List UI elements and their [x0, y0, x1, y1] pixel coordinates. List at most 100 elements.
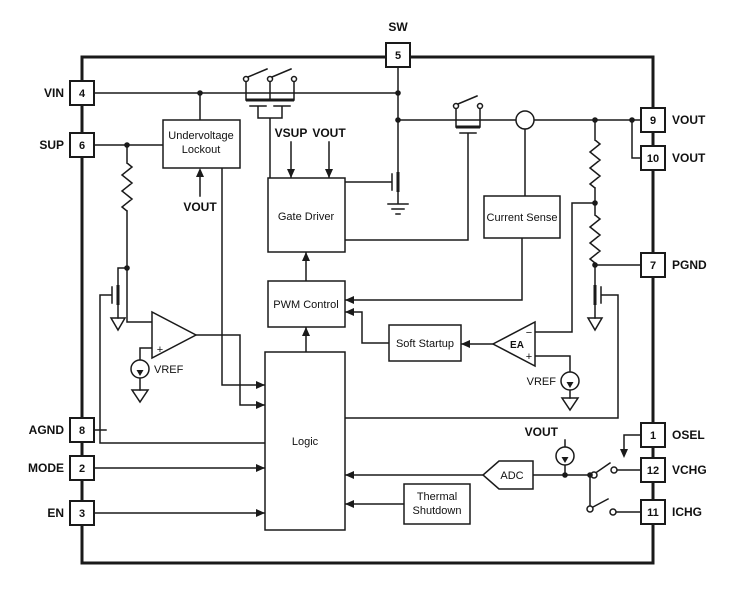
vchg-switch-contact-icon: [610, 466, 618, 474]
error-amplifier-symbol: [491, 320, 536, 368]
pwm-control-title: PWM Control: [273, 299, 338, 311]
pin-label-sup: SUP: [39, 138, 64, 152]
switch-contact-icon: [266, 75, 274, 83]
chip-outline: [80, 55, 655, 565]
gate-driver-title: Gate Driver: [278, 211, 335, 223]
junction-dot: [592, 262, 598, 268]
junction-dot: [124, 265, 130, 271]
pin-number: 10: [647, 153, 659, 165]
vout-gate-driver-label: VOUT: [312, 126, 346, 140]
pin-box-en: [69, 500, 95, 526]
pin-label-ichg: ICHG: [672, 505, 702, 519]
ground-triangle-icon: [560, 397, 580, 412]
pin-number: 7: [650, 260, 656, 272]
undervoltage-lockout-block: [162, 119, 241, 169]
thermal-title-line2: Shutdown: [413, 505, 462, 517]
pin-label-osel: OSEL: [672, 428, 705, 442]
uvlo-title-line2: Lockout: [182, 144, 221, 156]
vsup-label: VSUP: [275, 126, 308, 140]
current-sense-block: [483, 195, 561, 239]
pins: [69, 42, 666, 526]
block-titles: Undervoltage Lockout Gate Driver PWM Con…: [168, 130, 557, 517]
ground-triangle-icon: [586, 317, 604, 332]
junction-dot: [395, 90, 401, 96]
junction-dot: [592, 200, 598, 206]
pin-box-agnd: [69, 417, 95, 443]
pin-box-vchg: [640, 457, 666, 483]
junction-dot: [395, 117, 401, 123]
ea-minus-sign: −: [526, 327, 532, 339]
function-blocks: [151, 119, 561, 531]
pin-number: 9: [650, 115, 656, 127]
logic-title: Logic: [292, 436, 319, 448]
switch-contact-icon: [452, 102, 460, 110]
pin-number: 3: [79, 508, 85, 520]
junction-dot: [592, 117, 598, 123]
switch-contact-icon: [290, 75, 298, 83]
current-sense-element-icon: [515, 110, 535, 130]
vout-uvlo-label: VOUT: [183, 200, 217, 214]
junction-dot: [587, 472, 593, 478]
vref-current-source-right-icon: [560, 371, 580, 391]
pin-number: 4: [79, 88, 86, 100]
ground-triangle-icon: [130, 389, 150, 404]
pin-box-vout10: [640, 145, 666, 171]
ichg-switch-pivot-icon: [586, 505, 594, 513]
pin-label-vin: VIN: [44, 86, 64, 100]
pin-box-osel: [640, 422, 666, 448]
pin-label-agnd: AGND: [29, 423, 65, 437]
ea-label: EA: [510, 340, 524, 351]
current-sense-title: Current Sense: [487, 212, 558, 224]
adc-block: [481, 460, 534, 490]
adc-title: ADC: [500, 470, 523, 482]
pin-box-sup: [69, 132, 95, 158]
ea-plus-sign: +: [526, 351, 532, 363]
switch-contact-icon: [242, 75, 250, 83]
junction-dot: [124, 142, 130, 148]
pin-label-mode: MODE: [28, 461, 64, 475]
ground-symbols: [109, 317, 604, 412]
thermal-shutdown-block: [403, 483, 471, 525]
pin-label-pgnd: PGND: [672, 258, 707, 272]
mosfet-channel-bars: [116, 98, 597, 305]
comparator-plus-sign: +: [157, 344, 163, 356]
vref-ea-label: VREF: [527, 376, 557, 388]
junction-dot: [629, 117, 635, 123]
vout-source-label: VOUT: [525, 425, 559, 439]
pin-box-vin: [69, 80, 95, 106]
uvlo-title-line1: Undervoltage: [168, 130, 233, 142]
pin-box-vout9: [640, 107, 666, 133]
pin-label-sw: SW: [388, 20, 408, 34]
pin-label-vout10: VOUT: [672, 151, 706, 165]
thermal-title-line1: Thermal: [417, 491, 457, 503]
vref-current-source-left-icon: [130, 359, 150, 379]
soft-startup-block: [388, 324, 462, 362]
switch-contact-icon: [476, 102, 484, 110]
pin-numbers: 5 4 6 8 2 3 9 10 7 1 12 11: [79, 50, 659, 520]
pin-box-mode: [69, 455, 95, 481]
pin-number: 1: [650, 430, 656, 442]
junction-dots: [124, 90, 635, 478]
pwm-control-block: [267, 280, 346, 328]
pin-number: 11: [647, 507, 659, 519]
signal-labels: VSUP VOUT VOUT VREF VREF VOUT EA − + +: [154, 126, 559, 439]
ground-triangle-icon: [109, 317, 127, 332]
pin-label-vout9: VOUT: [672, 113, 706, 127]
pin-number: 12: [647, 465, 659, 477]
pin-box-pgnd: [640, 252, 666, 278]
ichg-switch-contact-icon: [609, 508, 617, 516]
pin-number: 2: [79, 463, 85, 475]
pin-number: 5: [395, 50, 401, 62]
vout-current-source-icon: [555, 446, 575, 466]
pin-labels: SW VIN SUP AGND MODE EN VOUT VOUT PGND O…: [28, 20, 707, 520]
logic-block: [264, 351, 346, 531]
soft-startup-title: Soft Startup: [396, 338, 454, 350]
pin-number: 8: [79, 425, 85, 437]
gate-driver-block: [267, 177, 346, 253]
junction-dot: [197, 90, 203, 96]
round-symbols: [130, 75, 618, 516]
comparator-symbol: [151, 310, 198, 360]
pin-label-en: EN: [47, 506, 64, 520]
